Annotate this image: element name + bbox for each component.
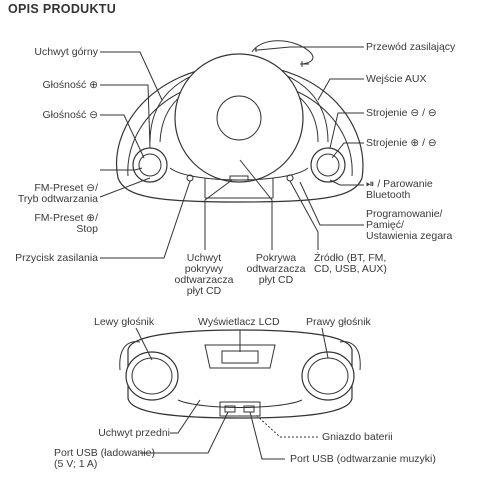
label-fm-preset-minus-1: FM-Preset ⊖/ (34, 182, 98, 194)
label-tuning-1: Strojenie ⊖ / ⊖ (366, 107, 437, 119)
label-tuning-2: Strojenie ⊕ / ⊖ (366, 137, 437, 149)
label-power-button: Przycisk zasilania (15, 252, 98, 264)
right-speaker (301, 351, 355, 401)
label-battery-socket: Gniazdo baterii (322, 431, 393, 443)
cord-connector (255, 48, 258, 52)
front-sides (119, 341, 361, 371)
usb-port-music (243, 405, 255, 413)
front-body (127, 329, 353, 419)
page-title: OPIS PRODUKTU (8, 2, 117, 16)
front-handle-line (177, 399, 303, 408)
label-fm-preset-plus-2: Stop (76, 223, 98, 235)
usb-box (219, 401, 261, 417)
front-leader-lines (135, 327, 329, 460)
front-view-device (119, 329, 361, 419)
lcd-frame (204, 344, 276, 369)
panel-box (204, 178, 274, 199)
label-fm-preset-plus-1: FM-Preset ⊕/ (34, 212, 98, 224)
label-usb-charge-2: (5 V; 1 A) (54, 458, 98, 470)
plug (300, 61, 309, 67)
left-knob (132, 147, 168, 183)
right-knob-inner (316, 153, 340, 177)
label-front-handle: Uchwyt przedni (98, 427, 170, 439)
label-volume-down: Głośność ⊖ (42, 109, 98, 121)
label-right-speaker: Prawy głośnik (306, 316, 371, 328)
label-bt-pairing-1: ⏯ / Parowanie (366, 178, 433, 190)
label-lid-handle: Uchwyt pokrywy odtwarzacza płyt CD (174, 252, 234, 297)
cd-lid-center (216, 95, 262, 141)
power-cord (251, 40, 314, 65)
label-cd-lid: Pokrywa odtwarzacza płyt CD (246, 252, 306, 286)
label-volume-up: Głośność ⊕ (42, 79, 98, 91)
usb-port-charge (224, 405, 236, 413)
label-top-handle: Uchwyt górny (34, 46, 98, 58)
label-left-speaker: Lewy głośnik (94, 316, 155, 328)
top-view-device (116, 40, 364, 203)
left-speaker (125, 351, 179, 401)
label-fm-preset-minus-2: Tryb odtwarzania (17, 193, 98, 205)
label-programming: Programowanie/ Pamięć/ Ustawienia zegara (366, 208, 453, 242)
left-speaker-inner (131, 357, 173, 395)
label-source: Źródło (BT, FM, CD, USB, AUX) (314, 252, 387, 275)
lid-handle-slot (229, 175, 249, 181)
label-lcd: Wyświetlacz LCD (198, 316, 280, 328)
right-knob (310, 147, 346, 183)
label-power-cord: Przewód zasilający (366, 41, 456, 53)
label-usb-music: Port USB (odtwarzanie muzyki) (290, 453, 436, 465)
label-aux-input: Wejście AUX (366, 73, 427, 85)
top-leader-lines (99, 46, 364, 259)
left-knob-inner (138, 153, 162, 177)
cd-lid (174, 53, 304, 183)
label-usb-charge-1: Port USB (ładowanie) (54, 447, 155, 459)
label-bt-pairing-2: Bluetooth (366, 189, 411, 201)
